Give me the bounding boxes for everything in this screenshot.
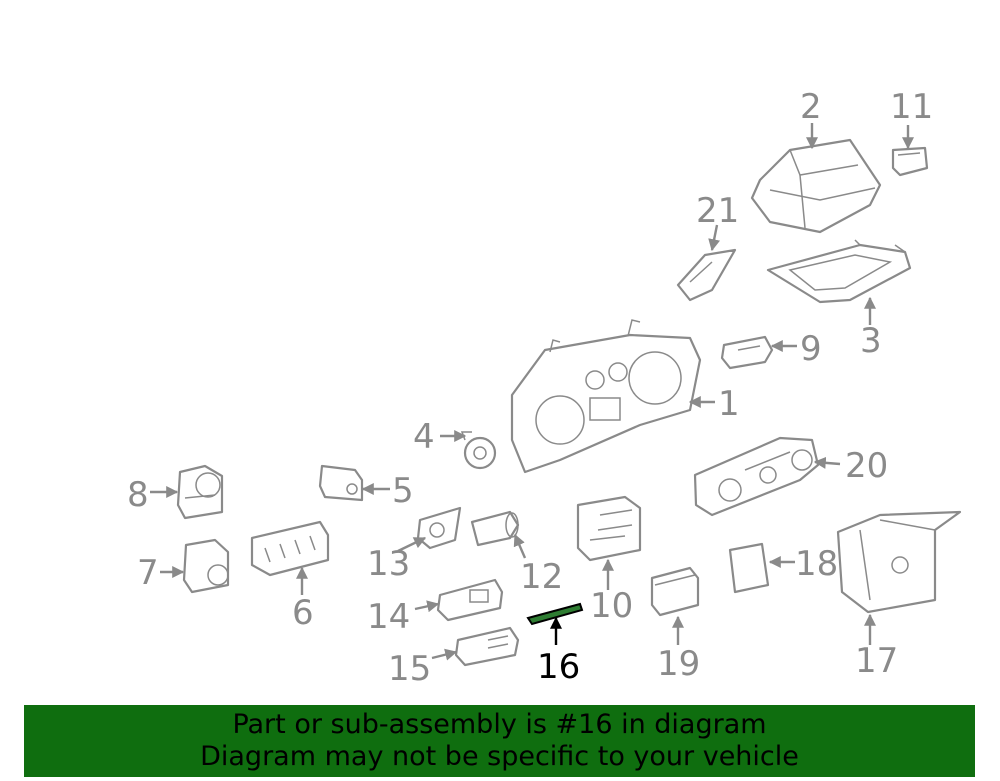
callout-4: 4: [413, 417, 435, 457]
part-10-module: [576, 495, 642, 562]
callout-3: 3: [860, 321, 882, 361]
callout-6: 6: [292, 593, 314, 633]
callout-21: 21: [696, 191, 739, 231]
part-18-plate: [728, 542, 770, 594]
part-15-control: [454, 626, 520, 667]
callout-17: 17: [855, 641, 898, 681]
banner-line-1: Part or sub-assembly is #16 in diagram: [232, 709, 767, 740]
part-21-panel: [676, 248, 737, 302]
callout-16: 16: [537, 647, 580, 687]
part-16-highlighted: [526, 602, 584, 626]
callout-5: 5: [392, 471, 414, 511]
part-2-module-housing: [750, 138, 882, 234]
callout-18: 18: [795, 544, 838, 584]
callout-2: 2: [800, 87, 822, 127]
info-banner: Part or sub-assembly is #16 in diagram D…: [24, 705, 975, 777]
part-12-cylinder: [470, 510, 520, 547]
callout-labels: 2 11 21 3 9 1 4 20 8 5 13 12 7 18 6 10 1…: [127, 87, 933, 689]
part-19-module: [650, 566, 700, 617]
part-7-switch: [182, 538, 230, 594]
part-13-bezel: [416, 506, 462, 550]
part-4-sensor: [460, 431, 497, 470]
leader-arrows: [150, 123, 914, 661]
part-3-bracket: [766, 239, 912, 304]
callout-9: 9: [800, 329, 822, 369]
callout-1: 1: [718, 384, 740, 424]
callout-14: 14: [367, 597, 410, 637]
callout-19: 19: [657, 644, 700, 684]
callout-12: 12: [520, 557, 563, 597]
part-11-connector: [891, 146, 929, 177]
part-17-housing: [836, 510, 962, 614]
part-20-climate-panel: [693, 436, 820, 517]
callout-20: 20: [845, 446, 888, 486]
callout-11: 11: [890, 87, 933, 127]
part-8-switch: [176, 464, 224, 520]
callout-10: 10: [590, 586, 633, 626]
part-9-switch: [720, 335, 774, 370]
callout-15: 15: [388, 649, 431, 689]
part-1-instrument-cluster: [510, 319, 702, 474]
part-5-switch: [318, 464, 364, 502]
callout-13: 13: [367, 544, 410, 584]
part-6-switch-bank: [250, 520, 330, 577]
callout-8: 8: [127, 475, 149, 515]
callout-7: 7: [137, 553, 159, 593]
banner-line-2: Diagram may not be specific to your vehi…: [200, 741, 799, 772]
part-14-switch: [436, 578, 504, 622]
